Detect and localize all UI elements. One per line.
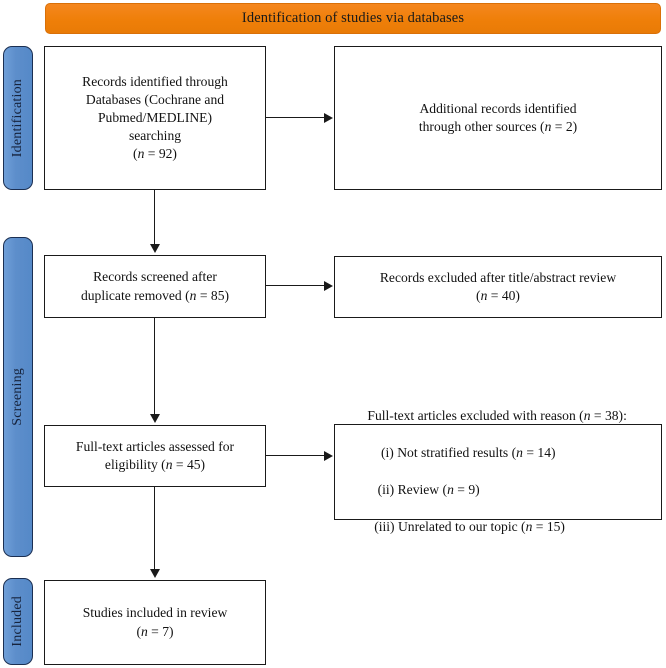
n-symbol: n [137,146,145,162]
stage-tab-included: Included [3,578,33,665]
n-symbol: n [544,119,552,134]
box-records-excluded: Records excluded after title/abstract re… [334,256,662,318]
n-symbol: n [516,445,523,461]
additional-records-line1: Additional records identified [419,100,577,116]
n-symbol: n [583,408,591,424]
stage-tab-included-label: Included [10,596,25,647]
arrowhead-identified-to-screened [150,244,160,253]
connector-identified-to-screened [154,190,156,246]
arrowhead-screened-to-fulltext [150,414,160,423]
banner-title: Identification of studies via databases [241,10,465,26]
connector-identified-to-additional [266,117,325,119]
studies-included-line2: (n = 7) [136,623,174,639]
stage-tab-screening: Screening [3,237,33,557]
n-symbol: n [480,288,488,303]
box-additional-records: Additional records identified through ot… [334,46,662,190]
connector-screened-to-fulltext [154,318,156,416]
arrowhead-screened-to-excluded [324,280,333,291]
fulltext-excluded-reason-3: (iii) Unrelated to our topic (n = 15) [374,519,565,535]
additional-records-line2: through other sources (n = 2) [418,119,578,134]
arrowhead-fulltext-to-included [150,569,160,578]
records-identified-count: (n = 92) [133,146,177,162]
fulltext-assessed-line1: Full-text articles assessed for [75,438,235,454]
connector-fulltext-to-included [154,487,156,571]
records-identified-line1: Records identified through [82,73,228,89]
records-excluded-line2: (n = 40) [476,288,520,303]
records-identified-line3: Pubmed/MEDLINE) [97,109,213,125]
stage-tab-screening-label: Screening [10,368,25,426]
box-studies-included: Studies included in review (n = 7) [44,580,266,665]
box-records-identified: Records identified through Databases (Co… [44,46,266,190]
records-excluded-line1: Records excluded after title/abstract re… [379,269,617,285]
fulltext-excluded-reason-2: (ii) Review (n = 9) [377,482,480,498]
n-symbol: n [165,457,173,472]
n-symbol: n [447,482,454,498]
records-screened-line1: Records screened after [93,269,217,285]
arrowhead-fulltext-to-excluded [324,450,333,461]
stage-tab-identification: Identification [3,46,33,190]
n-symbol: n [140,623,148,639]
connector-fulltext-to-excluded [266,455,325,457]
connector-screened-to-excluded [266,285,325,287]
fulltext-excluded-header: Full-text articles excluded with reason … [367,408,627,424]
box-fulltext-assessed: Full-text articles assessed for eligibil… [44,425,266,487]
fulltext-assessed-line2: eligibility (n = 45) [104,457,206,472]
box-records-screened: Records screened after duplicate removed… [44,255,266,318]
banner-identification-via-databases: Identification of studies via databases [45,3,661,34]
records-identified-line2: Databases (Cochrane and [85,91,225,107]
n-symbol: n [525,519,533,535]
fulltext-excluded-reason-1: (i) Not stratified results (n = 14) [380,445,556,461]
arrowhead-identified-to-additional [324,112,333,123]
stage-tab-identification-label: Identification [10,78,25,158]
records-identified-line4: searching [128,128,182,144]
records-screened-line2: duplicate removed (n = 85) [80,287,230,303]
studies-included-line1: Studies included in review [82,605,228,621]
box-fulltext-excluded: Full-text articles excluded with reason … [334,408,662,534]
n-symbol: n [189,287,197,303]
